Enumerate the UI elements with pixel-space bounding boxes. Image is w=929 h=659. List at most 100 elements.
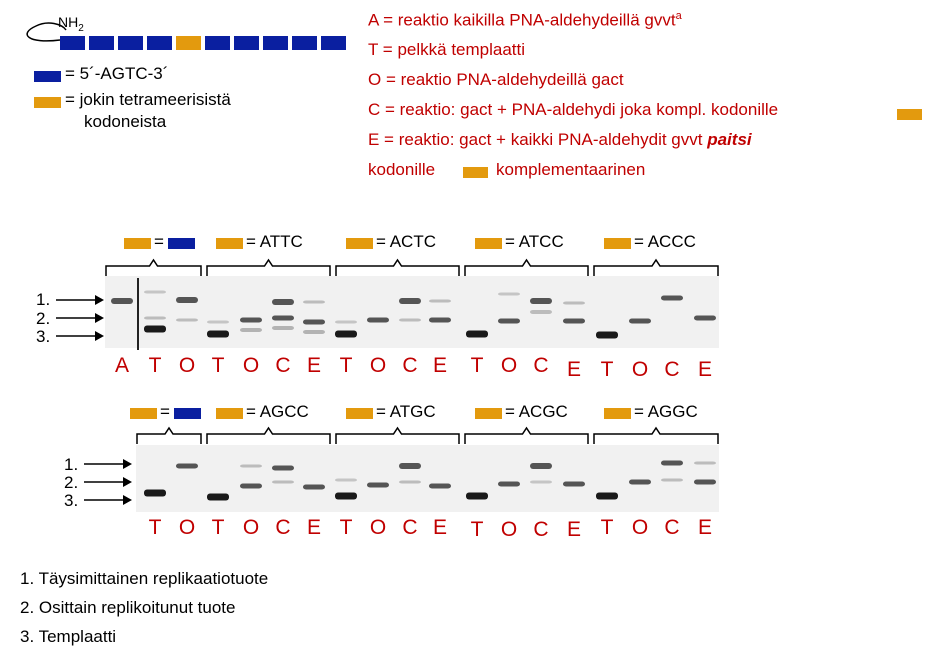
group-blue-swatch bbox=[174, 408, 201, 419]
definition-T: T = pelkkä templaatti bbox=[368, 40, 526, 59]
lane-label: C bbox=[533, 354, 549, 377]
lane-label: O bbox=[631, 516, 649, 539]
arrow-head bbox=[123, 495, 132, 505]
lane-label: C bbox=[533, 518, 549, 541]
group-codon-swatch bbox=[346, 408, 373, 419]
group-codon-swatch bbox=[475, 408, 502, 419]
lane-label: O bbox=[631, 358, 649, 381]
orange-segment-swatch bbox=[34, 97, 61, 108]
band-label-3: 3. bbox=[36, 327, 51, 346]
legend-blue-label: = 5´-AGTC-3´ bbox=[65, 64, 169, 83]
arrow-head bbox=[95, 313, 104, 323]
footnote-3: 3. Templaatti bbox=[20, 627, 117, 646]
band-label-1-gel2: 1. bbox=[64, 455, 79, 474]
group-bracket bbox=[593, 426, 719, 444]
arrow-head bbox=[123, 477, 132, 487]
lane-label: E bbox=[432, 516, 447, 539]
lane-label: E bbox=[566, 518, 581, 541]
blue-segment bbox=[60, 36, 85, 50]
definition-E-cont: kodonille bbox=[368, 160, 436, 179]
footnote-2: 2. Osittain replikoitunut tuote bbox=[20, 598, 236, 617]
blue-segment bbox=[205, 36, 230, 50]
construct-diagram: NH2 bbox=[18, 14, 358, 54]
group-codon-label: = AGGC bbox=[634, 402, 698, 421]
arrow-head bbox=[95, 295, 104, 305]
group-codon-label: = ATTC bbox=[246, 232, 303, 251]
blue-segment-swatch bbox=[34, 71, 61, 82]
group-codon-swatch bbox=[604, 408, 631, 419]
footnote-1: 1. Täysimittainen replikaatiotuote bbox=[20, 569, 269, 588]
group-bracket bbox=[335, 258, 460, 276]
lane-label: T bbox=[211, 354, 225, 377]
group-codon-swatch bbox=[475, 238, 502, 249]
lane-label: O bbox=[369, 354, 387, 377]
definition-C-swatch bbox=[897, 109, 922, 120]
lane-label: E bbox=[697, 358, 712, 381]
group-codon-label: = AGCC bbox=[246, 402, 309, 421]
group-bracket bbox=[206, 258, 331, 276]
nh2-label: NH2 bbox=[58, 14, 84, 34]
lane-label: E bbox=[697, 516, 712, 539]
group-blue-swatch bbox=[168, 238, 195, 249]
lane-label: T bbox=[339, 354, 353, 377]
group-bracket bbox=[593, 258, 719, 276]
group-codon-label: = ACCC bbox=[634, 232, 696, 251]
definition-A: A = reaktio kaikilla PNA-aldehydeillä gv… bbox=[368, 10, 682, 30]
lane-label: E bbox=[306, 354, 321, 377]
group-codon-label: = bbox=[154, 232, 164, 251]
blue-segment bbox=[292, 36, 317, 50]
lane-label: E bbox=[432, 354, 447, 377]
blue-segment bbox=[118, 36, 143, 50]
lane-label: C bbox=[402, 516, 418, 539]
lane-label: C bbox=[664, 358, 680, 381]
lane-label: T bbox=[600, 358, 614, 381]
blue-segment bbox=[147, 36, 172, 50]
group-codon-label: = ACTC bbox=[376, 232, 436, 251]
lane-label: E bbox=[566, 358, 581, 381]
group-codon-swatch bbox=[216, 238, 243, 249]
group-bracket bbox=[464, 258, 589, 276]
band-label-1: 1. bbox=[36, 290, 51, 309]
blue-segment bbox=[234, 36, 259, 50]
lane-label: T bbox=[148, 354, 162, 377]
gel-2-image bbox=[136, 445, 719, 512]
group-codon-label: = ATCC bbox=[505, 232, 564, 251]
definition-C: C = reaktio: gact + PNA-aldehydi joka ko… bbox=[368, 100, 779, 119]
group-bracket bbox=[464, 426, 589, 444]
lane-label: O bbox=[369, 516, 387, 539]
lane-label: O bbox=[500, 518, 518, 541]
lane-label: O bbox=[178, 354, 196, 377]
blue-segment bbox=[263, 36, 288, 50]
gel-1-image bbox=[105, 276, 719, 348]
definition-O: O = reaktio PNA-aldehydeillä gact bbox=[368, 70, 624, 89]
construct-strand bbox=[60, 36, 350, 50]
group-codon-label: = ACGC bbox=[505, 402, 568, 421]
arrow-head bbox=[95, 331, 104, 341]
group-bracket bbox=[206, 426, 331, 444]
group-codon-swatch bbox=[604, 238, 631, 249]
lane-label: T bbox=[339, 516, 353, 539]
group-codon-label: = ATGC bbox=[376, 402, 436, 421]
legend-orange-label-1: = jokin tetrameerisistä bbox=[65, 90, 231, 109]
lane-label: C bbox=[275, 354, 291, 377]
group-bracket bbox=[105, 258, 202, 276]
legend-orange-label-2: kodoneista bbox=[84, 112, 167, 131]
lane-label: E bbox=[306, 516, 321, 539]
group-bracket bbox=[136, 426, 202, 444]
group-codon-swatch bbox=[124, 238, 151, 249]
lane-label: C bbox=[275, 516, 291, 539]
lane-label: C bbox=[402, 354, 418, 377]
lane-label: T bbox=[211, 516, 225, 539]
lane-label: T bbox=[470, 518, 484, 541]
definition-E: E = reaktio: gact + kaikki PNA-aldehydit… bbox=[368, 130, 752, 149]
arrow-head bbox=[123, 459, 132, 469]
lane-label: T bbox=[148, 516, 162, 539]
blue-segment bbox=[89, 36, 114, 50]
group-codon-swatch bbox=[346, 238, 373, 249]
blue-segment bbox=[321, 36, 346, 50]
lane-label: T bbox=[600, 516, 614, 539]
construct-loop bbox=[26, 22, 67, 42]
band-label-2: 2. bbox=[36, 309, 51, 328]
group-codon-label: = bbox=[160, 402, 170, 421]
group-codon-swatch bbox=[130, 408, 157, 419]
